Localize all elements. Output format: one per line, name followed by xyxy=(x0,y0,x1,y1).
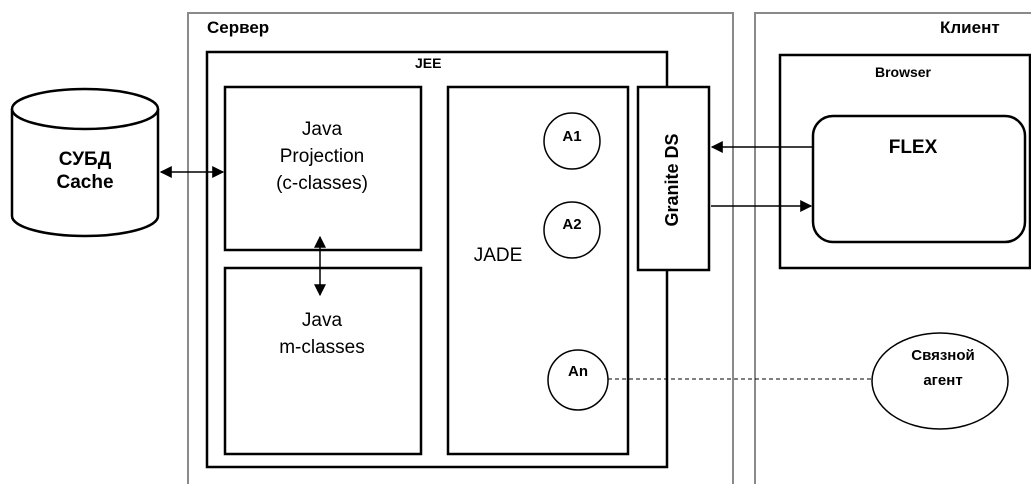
agent-a1: A1 xyxy=(543,112,601,170)
flex-label: FLEX xyxy=(889,137,938,158)
flex-box: FLEX xyxy=(811,114,1027,244)
browser-title: Browser xyxy=(875,64,932,80)
server-region: Сервер xyxy=(187,12,734,484)
agent-an-label: An xyxy=(568,363,588,380)
client-title: Клиент xyxy=(940,18,1000,37)
java-projection-box: Java Projection (c-classes) xyxy=(223,85,423,252)
agent-a1-label: A1 xyxy=(562,128,581,145)
agent-an: An xyxy=(547,349,609,411)
database-label-line1: СУБД xyxy=(59,149,112,170)
java-mclasses-box: Java m-classes xyxy=(223,266,423,456)
jee-title: JEE xyxy=(415,55,441,71)
connector-agent: Связной агент xyxy=(871,332,1009,430)
agent-a2: A2 xyxy=(543,201,601,259)
granite-ds-label: Granite DS xyxy=(662,133,682,226)
java-projection-line2: Projection xyxy=(280,146,365,167)
client-region: Клиент xyxy=(754,12,1031,484)
java-mclasses-line1: Java xyxy=(302,310,343,331)
database-label-line2: Cache xyxy=(56,172,113,193)
java-mclasses-line2: m-classes xyxy=(279,337,365,358)
granite-ds-box: Granite DS xyxy=(636,85,711,272)
jade-label: JADE xyxy=(474,245,523,266)
connector-agent-line2: агент xyxy=(923,372,962,389)
java-projection-line1: Java xyxy=(302,119,343,140)
connector-agent-line1: Связной xyxy=(911,347,975,364)
server-title: Сервер xyxy=(207,18,269,37)
database-cylinder: СУБД Cache xyxy=(10,87,160,238)
java-projection-line3: (c-classes) xyxy=(276,173,368,194)
agent-a2-label: A2 xyxy=(562,216,581,233)
